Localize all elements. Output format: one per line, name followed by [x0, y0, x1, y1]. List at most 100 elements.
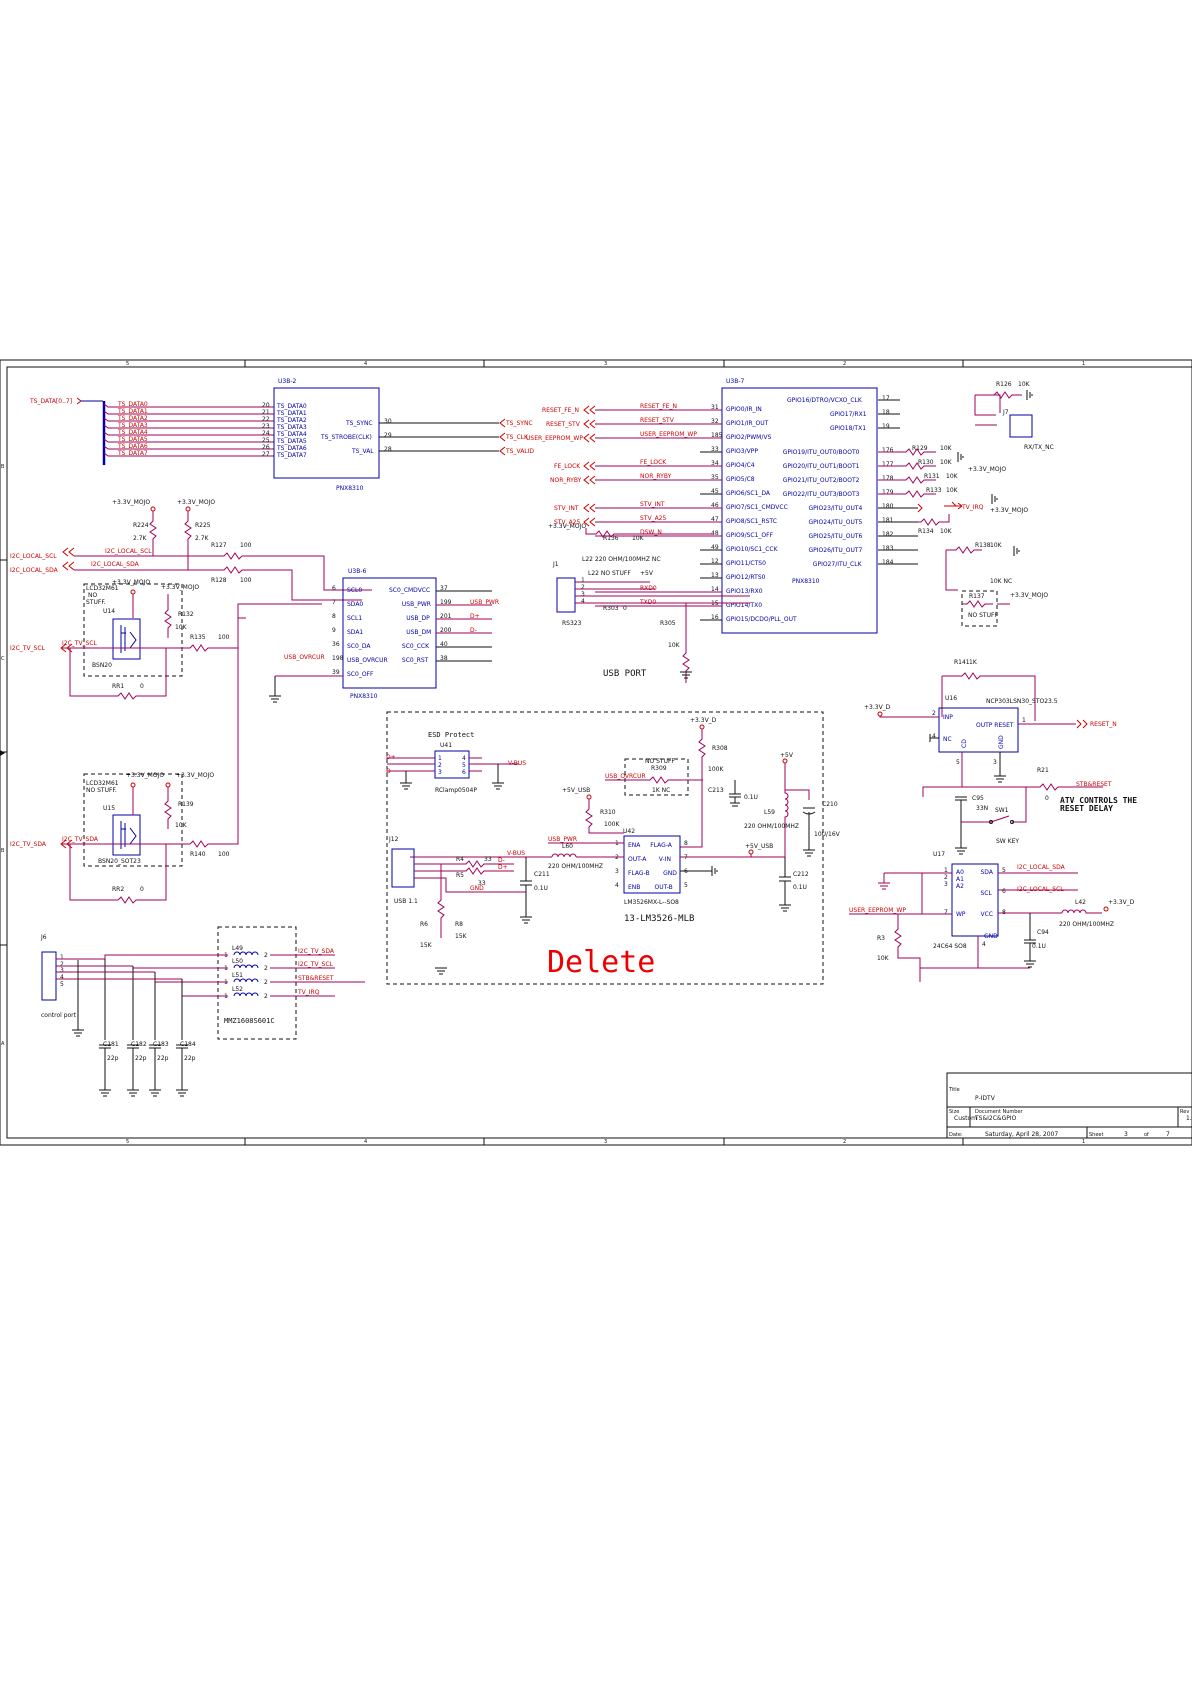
reset-note-1: ATV CONTROLS THE: [1060, 796, 1137, 805]
c212-ref: C212: [793, 871, 809, 878]
filter-inductor-pin2-1: 2: [264, 965, 268, 972]
ts-pin-name-1: TS_DATA1: [276, 410, 307, 417]
reset-note-2: RESET DELAY: [1060, 804, 1113, 813]
r137-nostuff-box: [961, 590, 998, 627]
r310-val: 100K: [604, 821, 620, 828]
r141-val: 1K: [969, 659, 978, 666]
r303-ref: R303: [603, 605, 619, 612]
ts-clk-pin-name: TS_STROBE(CLK): [320, 434, 372, 441]
r6-val: 15K: [420, 942, 433, 949]
gpio-right-name-8: GPIO24/ITU_OUT5: [809, 519, 863, 526]
gpio-left-pin-15: 16: [711, 614, 719, 621]
ts-pin-name-3: TS_DATA3: [276, 424, 307, 431]
u3b6-right-net-2: D+: [470, 613, 480, 620]
gpio-left-name-15: GPIO15/DCDO/PLL_OUT: [726, 616, 797, 623]
usb-port-title: USB PORT: [603, 669, 647, 679]
r136-val: 10K: [632, 535, 645, 542]
local-sda-port: I2C_LOCAL_SDA: [10, 567, 59, 574]
u3b6-right-name-3: USB_DM: [406, 629, 431, 636]
frame-col-5-top: 5: [126, 361, 129, 367]
filter-net-1: I2C_TV_SCL: [298, 961, 334, 968]
ts-valid-net: TS_VALID: [505, 448, 534, 455]
frame-col-1-top: 1: [1082, 361, 1085, 367]
u42-right-name-2: GND: [663, 870, 677, 877]
gpio-left-pin-10: 49: [711, 544, 719, 551]
filter-inductor-3: L52: [232, 986, 243, 993]
u14-rail-a: +3.3V_MOJO: [112, 579, 150, 586]
r134-val: 10K: [940, 528, 953, 535]
u42-title: 13-LM3526-MLB: [624, 914, 694, 924]
u15-part: BSN20_SOT23: [98, 858, 141, 865]
r309-nostuff-box: [624, 758, 689, 796]
u17-left-name-2: A2: [956, 883, 964, 890]
delete-box: [386, 711, 824, 985]
u3b6-right-net-1: USB_PWR: [470, 599, 499, 606]
filter-inductor-pin2-3: 2: [264, 993, 268, 1000]
ts-pin-name-6: TS_DATA6: [276, 445, 307, 452]
ts-sync-pin-name: TS_SYNC: [345, 420, 373, 427]
gpio-left-name-1: GPIO1/IR_OUT: [726, 420, 769, 427]
frame-col-3-bottom: 3: [604, 1139, 607, 1145]
u41-part: RClamp0504P: [435, 787, 477, 794]
filter-net-3: TV_IRQ: [297, 989, 320, 996]
u3b6-right-pin-2: 201: [440, 613, 452, 620]
j1-connector: [556, 577, 576, 613]
u14-note-1: LCD32M61: [86, 585, 119, 592]
r127-val: 100: [240, 542, 252, 549]
usb-plus5usb-1: +5V_USB: [562, 787, 590, 794]
c212-val: 0.1U: [793, 884, 807, 891]
l22-nostuff: L22 NO STUFF: [588, 570, 631, 577]
tb-of: 7: [1166, 1131, 1170, 1138]
u17-right-name-3: GND: [984, 933, 998, 940]
r137-val: 10K NC: [990, 578, 1012, 585]
filter-inductor-pin1-3: 1: [224, 993, 228, 1000]
frame-col-3-top: 3: [604, 361, 607, 367]
filter-inductor-2: L51: [232, 972, 243, 979]
gpio-right-name-7: GPIO23/ITU_OUT4: [809, 505, 863, 512]
j12-ref: J12: [388, 836, 399, 843]
r130-ref: R130: [918, 459, 934, 466]
tb-of-label: of: [1144, 1132, 1149, 1138]
r141-ref: R141: [954, 659, 970, 666]
gpio-left-name-0: GPIO0/IR_IN: [726, 406, 762, 413]
c211-val: 0.1U: [534, 885, 548, 892]
u3b6-right-pin-5: 38: [440, 655, 448, 662]
u42-right-pin-0: 8: [684, 840, 688, 847]
u17-right-name-2: VCC: [981, 911, 993, 918]
u17-part: 24C64 SO8: [933, 943, 967, 950]
filter-net-2: STB&RESET: [298, 975, 334, 982]
filter-inductor-pin1-0: 1: [224, 952, 228, 959]
gpio-left-net-8: STV_A25: [640, 515, 667, 522]
u14-rail-b: +3.3V_MOJO: [161, 584, 199, 591]
gpio-left-name-9: GPIO9/SC1_OFF: [726, 532, 774, 539]
u3b6-right-name-1: USB_PWR: [402, 601, 431, 608]
gpio-left-pin-6: 45: [711, 488, 719, 495]
ts-pin-2: 22: [262, 416, 270, 423]
r309-ref: R309: [651, 765, 667, 772]
u16-pinnum-4: 4: [932, 733, 936, 740]
u17-left-pin-1: 2: [944, 874, 948, 881]
tb-date: Saturday, April 28, 2007: [985, 1131, 1058, 1138]
r21-ref: R21: [1037, 767, 1049, 774]
gpio-left-pin-5: 35: [711, 474, 719, 481]
u42-right-pin-3: 5: [684, 882, 688, 889]
u17-chip: [951, 863, 999, 937]
local-scl-net: I2C_LOCAL_SCL: [105, 548, 152, 555]
r131-val: 10K: [946, 473, 959, 480]
c213-ref: C213: [708, 787, 724, 794]
r138-val: 10K: [990, 542, 1003, 549]
c94-val: 0.1U: [1032, 943, 1046, 950]
j12-connector: [391, 848, 415, 888]
usb-plus5usb-2: +5V_USB: [745, 843, 773, 850]
filter-cap-ref-2: C183: [153, 1041, 169, 1048]
gpio-left-pin-2: 185: [711, 432, 723, 439]
u41-rpin-4: 4: [462, 755, 466, 762]
u14-note-3: STUFF.: [86, 599, 106, 606]
u17-left-pin-3: 7: [944, 909, 948, 916]
j6-pin-2: 3: [60, 967, 64, 974]
u17-left-name-1: A1: [956, 876, 964, 883]
sheet-frame: 5 4 3 2 1 5 4 3 2 1 B C B A: [0, 359, 1192, 1146]
local-sda-net: I2C_LOCAL_SDA: [91, 561, 140, 568]
l42-ref: L42: [1075, 899, 1086, 906]
